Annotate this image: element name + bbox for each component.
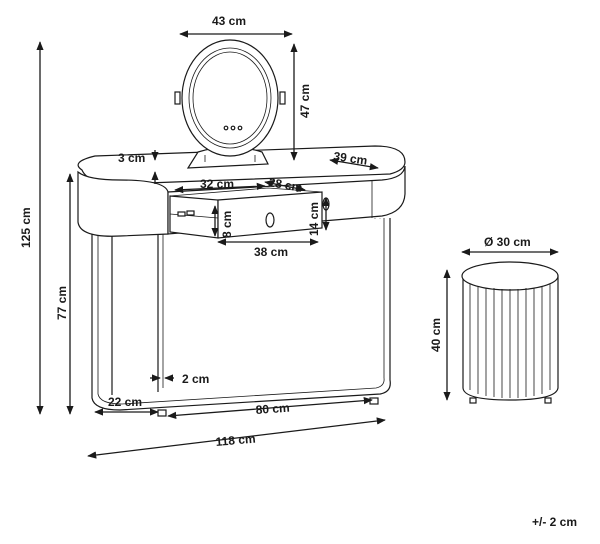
- label-stool-diameter: Ø 30 cm: [484, 235, 531, 249]
- label-leg-offset: 2 cm: [182, 372, 209, 386]
- label-drawer-depth: 32 cm: [200, 177, 234, 191]
- label-mirror-height: 47 cm: [298, 84, 312, 118]
- label-tolerance: +/- 2 cm: [532, 515, 577, 529]
- stool: [461, 261, 559, 404]
- label-top-depth: 39 cm: [333, 149, 369, 168]
- label-drawer-inner: 28 cm: [267, 175, 303, 195]
- label-total-width: 118 cm: [215, 432, 256, 449]
- label-stool-height: 40 cm: [429, 318, 443, 352]
- label-total-height: 125 cm: [19, 207, 33, 248]
- vanity-table: [77, 39, 406, 417]
- label-drawer-side-height: 8 cm: [220, 211, 234, 238]
- label-drawer-width: 38 cm: [254, 245, 288, 259]
- label-mirror-base: 3 cm: [118, 151, 145, 165]
- label-leg-span: 80 cm: [255, 401, 290, 417]
- dimension-labels: 43 cm 47 cm 3 cm 39 cm 32 cm 28 cm 8 cm …: [19, 14, 577, 529]
- label-drawer-front-height: 14 cm: [307, 202, 321, 236]
- label-mirror-width: 43 cm: [212, 14, 246, 28]
- label-table-height: 77 cm: [55, 286, 69, 320]
- label-leg-depth: 22 cm: [108, 395, 142, 409]
- dimension-lines: [36, 30, 559, 459]
